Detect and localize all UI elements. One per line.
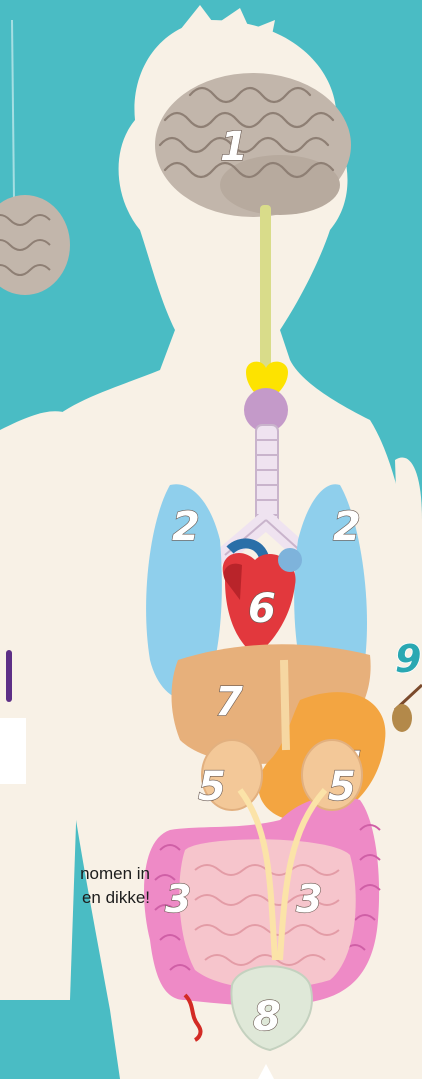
purple-marker xyxy=(6,650,12,702)
label-lung-left: 2 xyxy=(172,504,200,550)
caption-line-2: en dikke! xyxy=(0,886,150,910)
label-brain: 1 xyxy=(220,124,248,170)
label-heart: 6 xyxy=(248,586,276,632)
label-kidney-right: 5 xyxy=(328,764,356,810)
label-bladder: 8 xyxy=(253,994,281,1040)
label-intestine-left: 3 xyxy=(165,877,191,921)
partial-brain-left xyxy=(0,195,70,295)
bile-duct xyxy=(284,660,286,750)
appendix-tag xyxy=(392,704,412,732)
partial-stroke-left xyxy=(12,20,14,200)
caption: nomen in en dikke! xyxy=(0,862,150,910)
label-lung-right: 2 xyxy=(333,504,361,550)
caption-line-1: nomen in xyxy=(0,862,150,886)
white-box-left xyxy=(0,718,26,784)
label-appendix: 9 xyxy=(395,637,421,681)
brain xyxy=(155,73,351,217)
label-kidney-left: 5 xyxy=(198,764,226,810)
label-liver: 7 xyxy=(215,679,243,725)
label-intestine-right: 3 xyxy=(296,877,322,921)
spinal-cord xyxy=(260,205,271,370)
